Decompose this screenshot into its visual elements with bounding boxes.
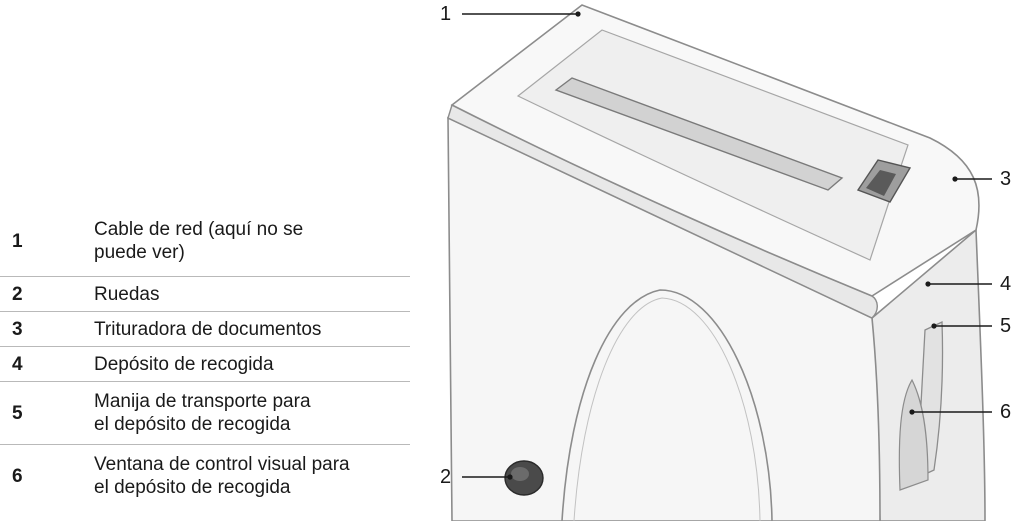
- legend-row: 4 Depósito de recogida: [0, 347, 410, 382]
- callout-3: 3: [1000, 168, 1012, 190]
- legend-number: 5: [12, 402, 23, 424]
- callout-lines: [462, 11, 992, 480]
- legend-text: Cable de red (aquí no se puede ver): [94, 219, 304, 263]
- front-body: [447, 116, 881, 521]
- callout-4: 4: [1000, 273, 1012, 295]
- legend-text: Depósito de recogida: [94, 353, 274, 375]
- legend-row: 1 Cable de red (aquí no se puede ver): [0, 206, 410, 277]
- legend-text: Ruedas: [94, 283, 160, 305]
- visual-control-window: [898, 378, 929, 491]
- legend-table: 1 Cable de red (aquí no se puede ver) 2 …: [0, 206, 410, 507]
- legend-number: 3: [12, 318, 23, 340]
- callout-5: 5: [1000, 315, 1012, 337]
- front-arch: [561, 289, 773, 521]
- legend-row: 2 Ruedas: [0, 277, 410, 312]
- legend-row: 5 Manija de transporte para el depósito …: [0, 382, 410, 445]
- legend-row: 3 Trituradora de documentos: [0, 312, 410, 347]
- callout-6: 6: [1000, 401, 1012, 423]
- paper-slot: [554, 77, 844, 191]
- legend-text: Trituradora de documentos: [94, 318, 322, 340]
- legend-text: Ventana de control visual para el depósi…: [94, 454, 350, 498]
- legend-number: 4: [12, 353, 23, 375]
- legend-number: 6: [12, 465, 23, 487]
- legend-row: 6 Ventana de control visual para el depó…: [0, 445, 410, 508]
- callout-1: 1: [440, 3, 452, 25]
- callout-2: 2: [440, 466, 452, 488]
- legend-number: 2: [12, 283, 23, 305]
- legend-text: Manija de transporte para el depósito de…: [94, 391, 311, 435]
- legend-number: 1: [12, 230, 23, 252]
